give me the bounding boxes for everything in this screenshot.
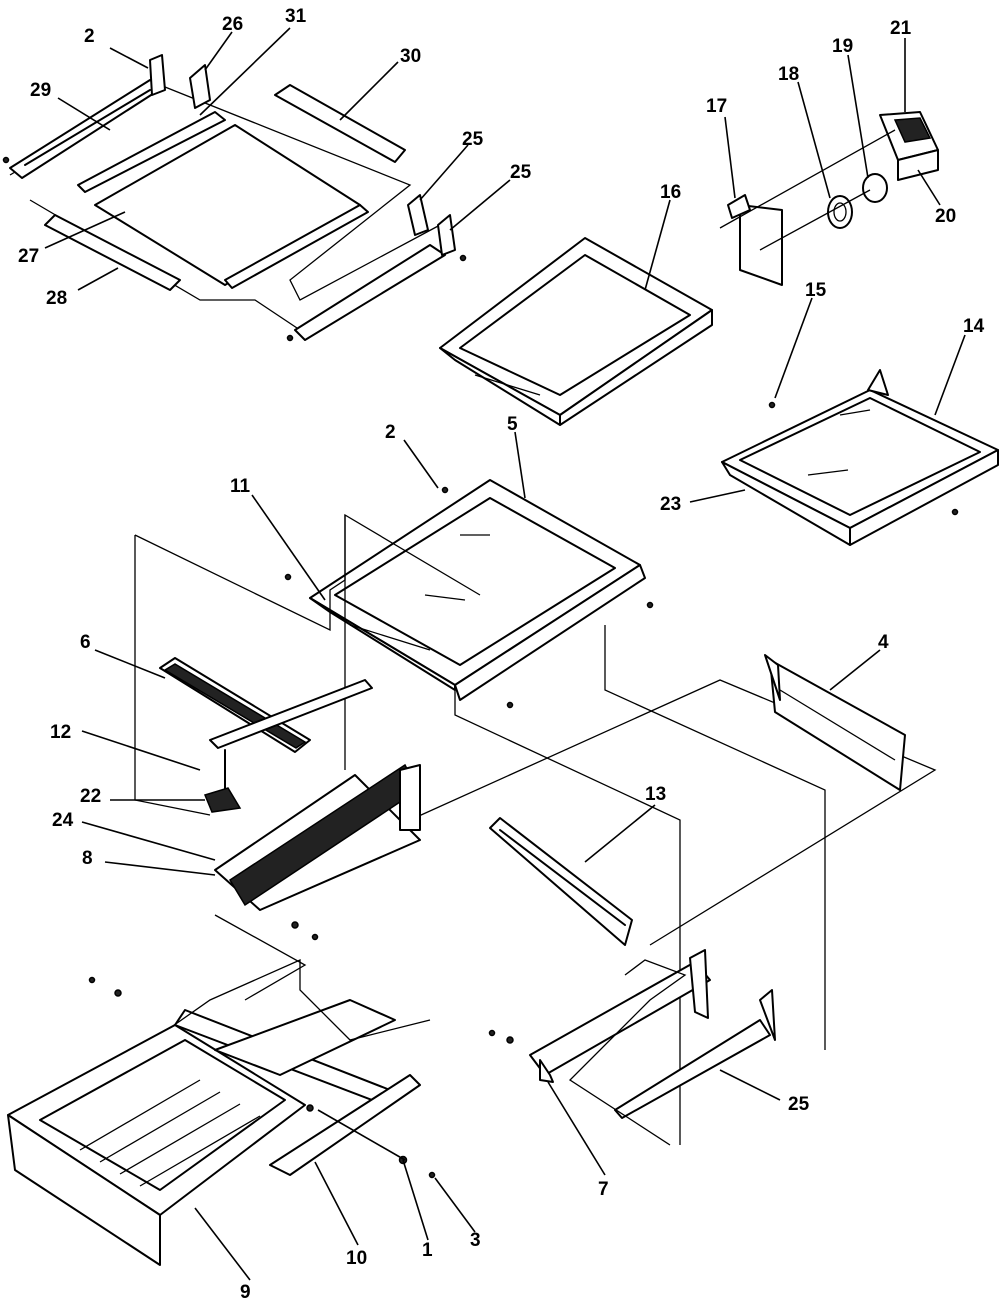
callout-5: 5 <box>507 414 518 435</box>
callout-18: 18 <box>778 64 799 85</box>
callout-27: 27 <box>18 246 39 267</box>
callout-7: 7 <box>598 1179 609 1200</box>
part-13 <box>489 817 633 946</box>
part-8 <box>214 763 421 1001</box>
shelf-14 <box>721 369 999 546</box>
shelf-5 <box>284 479 654 709</box>
callout-20: 20 <box>935 206 956 227</box>
callout-9: 9 <box>240 1282 251 1303</box>
part-4 <box>764 654 906 791</box>
callout-29: 29 <box>30 80 51 101</box>
callout-28: 28 <box>46 288 67 309</box>
callout-16: 16 <box>660 182 681 203</box>
callout-24: 24 <box>52 810 74 831</box>
callout-17: 17 <box>706 96 727 117</box>
callout-1: 1 <box>422 1240 433 1261</box>
callout-11: 11 <box>230 476 251 497</box>
shelf-16 <box>439 237 713 426</box>
drawer-9 <box>7 958 436 1266</box>
callout-12: 12 <box>50 722 71 743</box>
callout-8: 8 <box>82 848 93 869</box>
callout-10: 10 <box>346 1248 367 1269</box>
callout-14: 14 <box>963 316 985 337</box>
callout-25-bottom: 25 <box>788 1094 810 1115</box>
callout-2-top: 2 <box>84 26 95 47</box>
part-7-25 <box>488 949 776 1146</box>
callout-15: 15 <box>805 280 827 301</box>
callout-21: 21 <box>890 18 912 39</box>
callout-4: 4 <box>878 632 889 653</box>
callout-31: 31 <box>285 6 307 27</box>
callout-30: 30 <box>400 46 421 67</box>
hardware-17-21 <box>719 111 939 286</box>
callouts: 2 26 31 29 30 25 25 27 28 16 17 18 19 21… <box>18 6 985 1303</box>
callout-26-top: 26 <box>222 14 243 35</box>
top-left-shelf-assembly <box>2 54 467 342</box>
part-6-12 <box>159 657 373 813</box>
leader-lines <box>44 27 966 1281</box>
callout-13: 13 <box>645 784 666 805</box>
callout-26-mid: 25 <box>510 162 532 183</box>
callout-2-mid: 2 <box>385 422 396 443</box>
callout-25-top: 25 <box>462 129 484 150</box>
callout-6: 6 <box>80 632 91 653</box>
callout-3: 3 <box>470 1230 481 1251</box>
callout-19: 19 <box>832 36 853 57</box>
callout-22: 22 <box>80 786 101 807</box>
callout-23: 23 <box>660 494 681 515</box>
